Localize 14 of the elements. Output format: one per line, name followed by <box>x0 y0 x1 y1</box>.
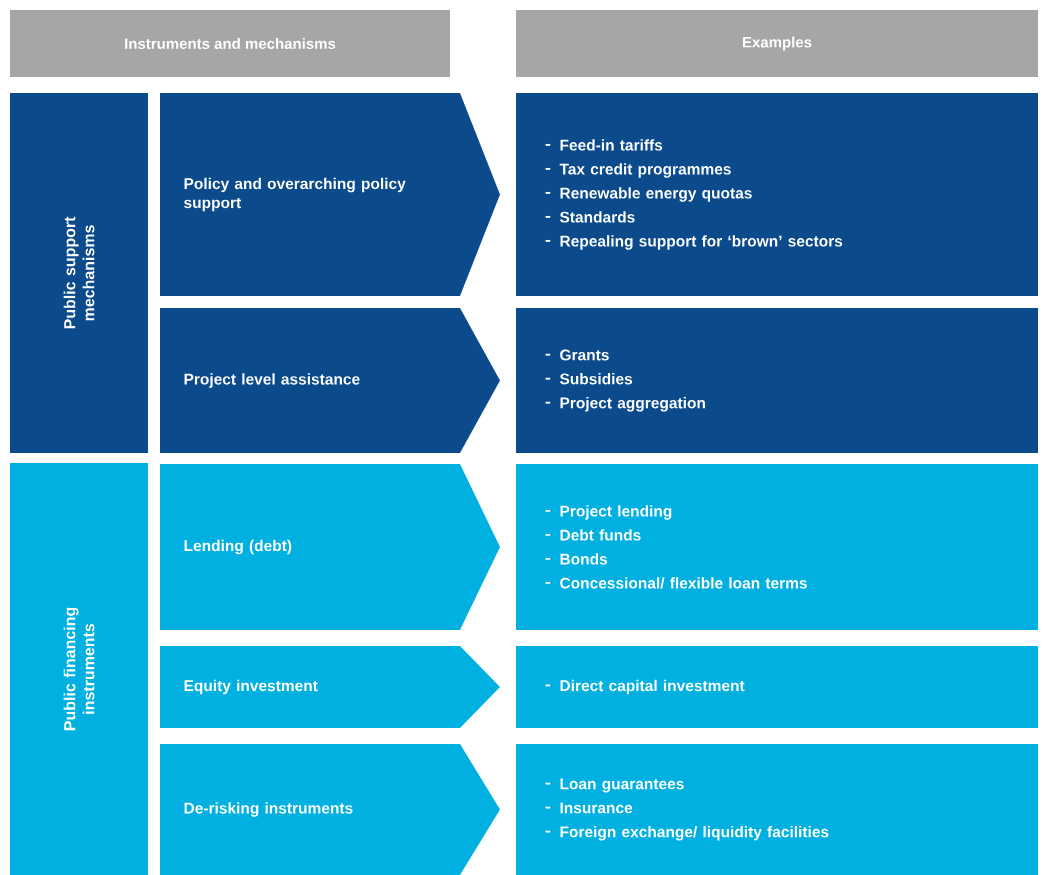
chevron-box: Equity investment <box>160 646 500 728</box>
example-box: Feed-in tariffs Tax credit programmes Renewable energy quotas Standards Repealing support for ‘brown’ sectors <box>516 93 1038 296</box>
chevron-box: Lending (debt) <box>160 464 500 630</box>
chevron-box: De-risking instruments <box>160 744 500 875</box>
example-box: Project lending Debt funds Bonds Concessional/ flexible loan terms <box>516 464 1038 630</box>
example-box: Direct capital investment <box>516 646 1038 728</box>
category-band: Public financing instruments <box>10 463 148 875</box>
column-header: Examples <box>516 10 1038 77</box>
chevron-box: Project level assistance <box>160 308 500 453</box>
column-header: Instruments and mechanisms <box>10 10 450 77</box>
example-box: Grants Subsidies Project aggregation <box>516 308 1038 453</box>
example-box: Loan guarantees Insurance Foreign exchange/ liquidity facilities <box>516 744 1038 875</box>
chevron-box: Policy and overarching policy support <box>160 93 500 296</box>
category-band: Public support mechanisms <box>10 93 148 453</box>
